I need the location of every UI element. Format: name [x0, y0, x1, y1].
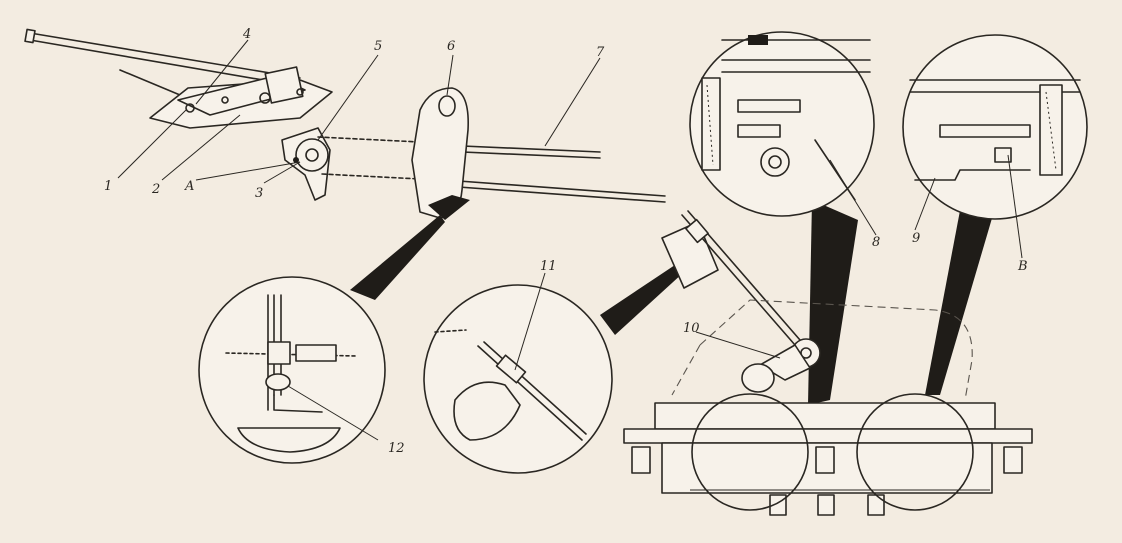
label-11: 11 [540, 259, 557, 274]
label-4: 4 [242, 27, 251, 42]
label-a: A [184, 179, 194, 194]
detail-circle-12 [198, 215, 445, 464]
cable-end-pedal [661, 210, 801, 346]
label-3: 3 [255, 186, 263, 201]
cables [317, 136, 666, 203]
label-1: 1 [104, 179, 112, 194]
leader-lines [117, 39, 1023, 441]
label-10: 10 [683, 321, 700, 336]
label-8: 8 [872, 235, 880, 250]
label-2: 2 [151, 182, 160, 197]
label-12: 12 [388, 441, 405, 456]
label-9: 9 [912, 231, 920, 246]
pulley-bracket [281, 127, 331, 201]
label-6: 6 [447, 39, 455, 54]
housing [623, 393, 1033, 516]
detail-circle-9 [902, 34, 1088, 395]
detail-circle-8 [689, 31, 875, 405]
pedal-outline [671, 299, 973, 401]
label-b: В [1017, 259, 1028, 274]
label-7: 7 [596, 45, 605, 60]
detail-circle-11 [423, 255, 695, 474]
pedal-lever-assembly [24, 28, 333, 129]
label-5: 5 [374, 39, 382, 54]
guide-plate [411, 87, 470, 220]
